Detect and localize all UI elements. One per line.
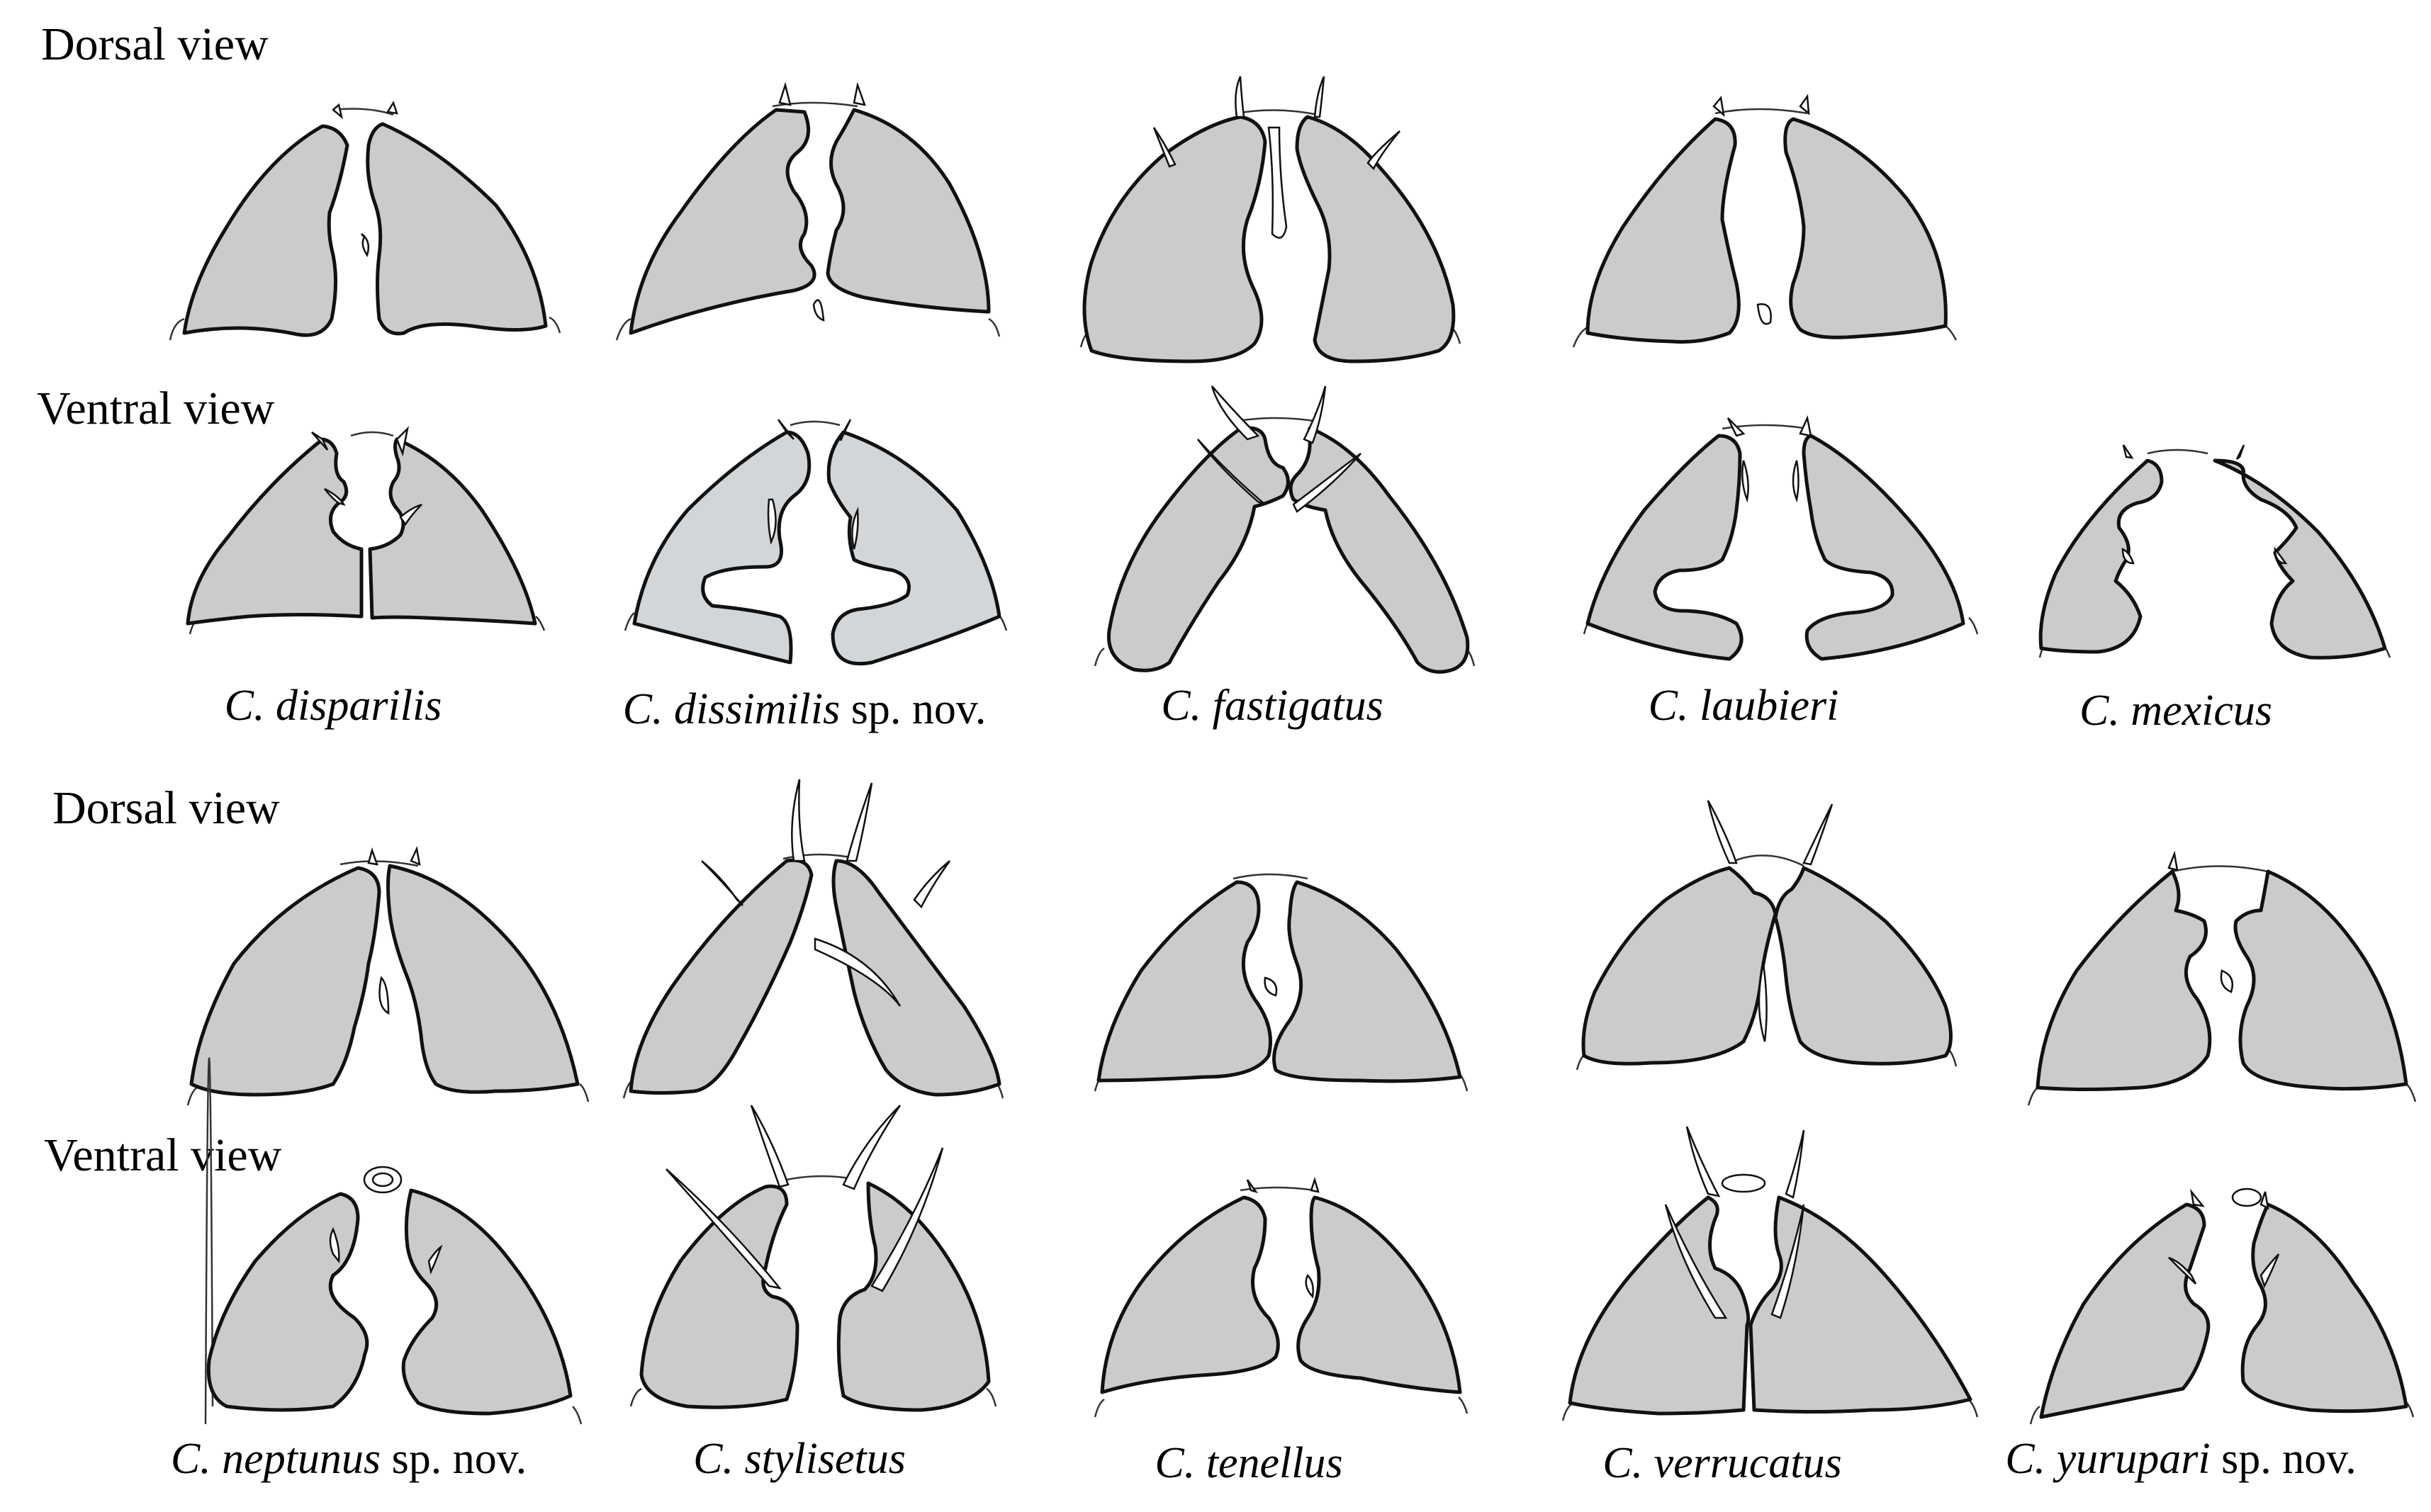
fastigatus-dorsal-drawing [1079, 76, 1461, 363]
species-label-mexicus: C. mexicus [2079, 687, 2273, 735]
fastigatus-ventral-drawing [1094, 385, 1476, 674]
verrucatus-ventral-drawing [1561, 1126, 1979, 1421]
neptunus-dorsal-drawing [186, 845, 590, 1106]
laubieri-dorsal-drawing [1572, 94, 1958, 348]
yurupari-dorsal-drawing [2027, 850, 2417, 1106]
dissimilis-dorsal-drawing [615, 81, 1001, 341]
stylisetus-dorsal-drawing [622, 779, 1004, 1099]
species-label-disparilis: C. disparilis [224, 682, 442, 730]
species-label-laubieri: C. laubieri [1648, 682, 1839, 730]
ventral-view-label-top: Ventral view [37, 383, 275, 434]
mexicus-ventral-drawing [2038, 444, 2391, 660]
tenellus-ventral-drawing [1094, 1176, 1469, 1418]
dorsal-view-label-bottom: Dorsal view [52, 782, 280, 834]
dissimilis-ventral-drawing [624, 419, 1008, 666]
verrucatus-dorsal-drawing [1576, 800, 1958, 1071]
dorsal-view-label-top: Dorsal view [41, 18, 269, 70]
species-label-yurupari: C. yurupari sp. nov. [2005, 1435, 2357, 1483]
yurupari-ventral-drawing [2029, 1187, 2415, 1425]
species-label-fastigatus: C. fastigatus [1161, 682, 1383, 730]
ventral-view-label-bottom: Ventral view [44, 1129, 282, 1181]
disparilis-ventral-drawing [186, 426, 546, 635]
species-label-dissimilis: C. dissimilis sp. nov. [622, 685, 987, 733]
tenellus-dorsal-drawing [1094, 873, 1469, 1092]
species-label-tenellus: C. tenellus [1155, 1439, 1343, 1487]
laubieri-ventral-drawing [1583, 414, 1979, 661]
stylisetus-ventral-drawing [629, 1105, 997, 1412]
neptunus-ventral-drawing [204, 1057, 583, 1425]
species-label-stylisetus: C. stylisetus [693, 1435, 906, 1483]
disparilis-dorsal-drawing [169, 101, 561, 341]
species-label-verrucatus: C. verrucatus [1602, 1439, 1842, 1487]
species-label-neptunus: C. neptunus sp. nov. [170, 1435, 527, 1483]
